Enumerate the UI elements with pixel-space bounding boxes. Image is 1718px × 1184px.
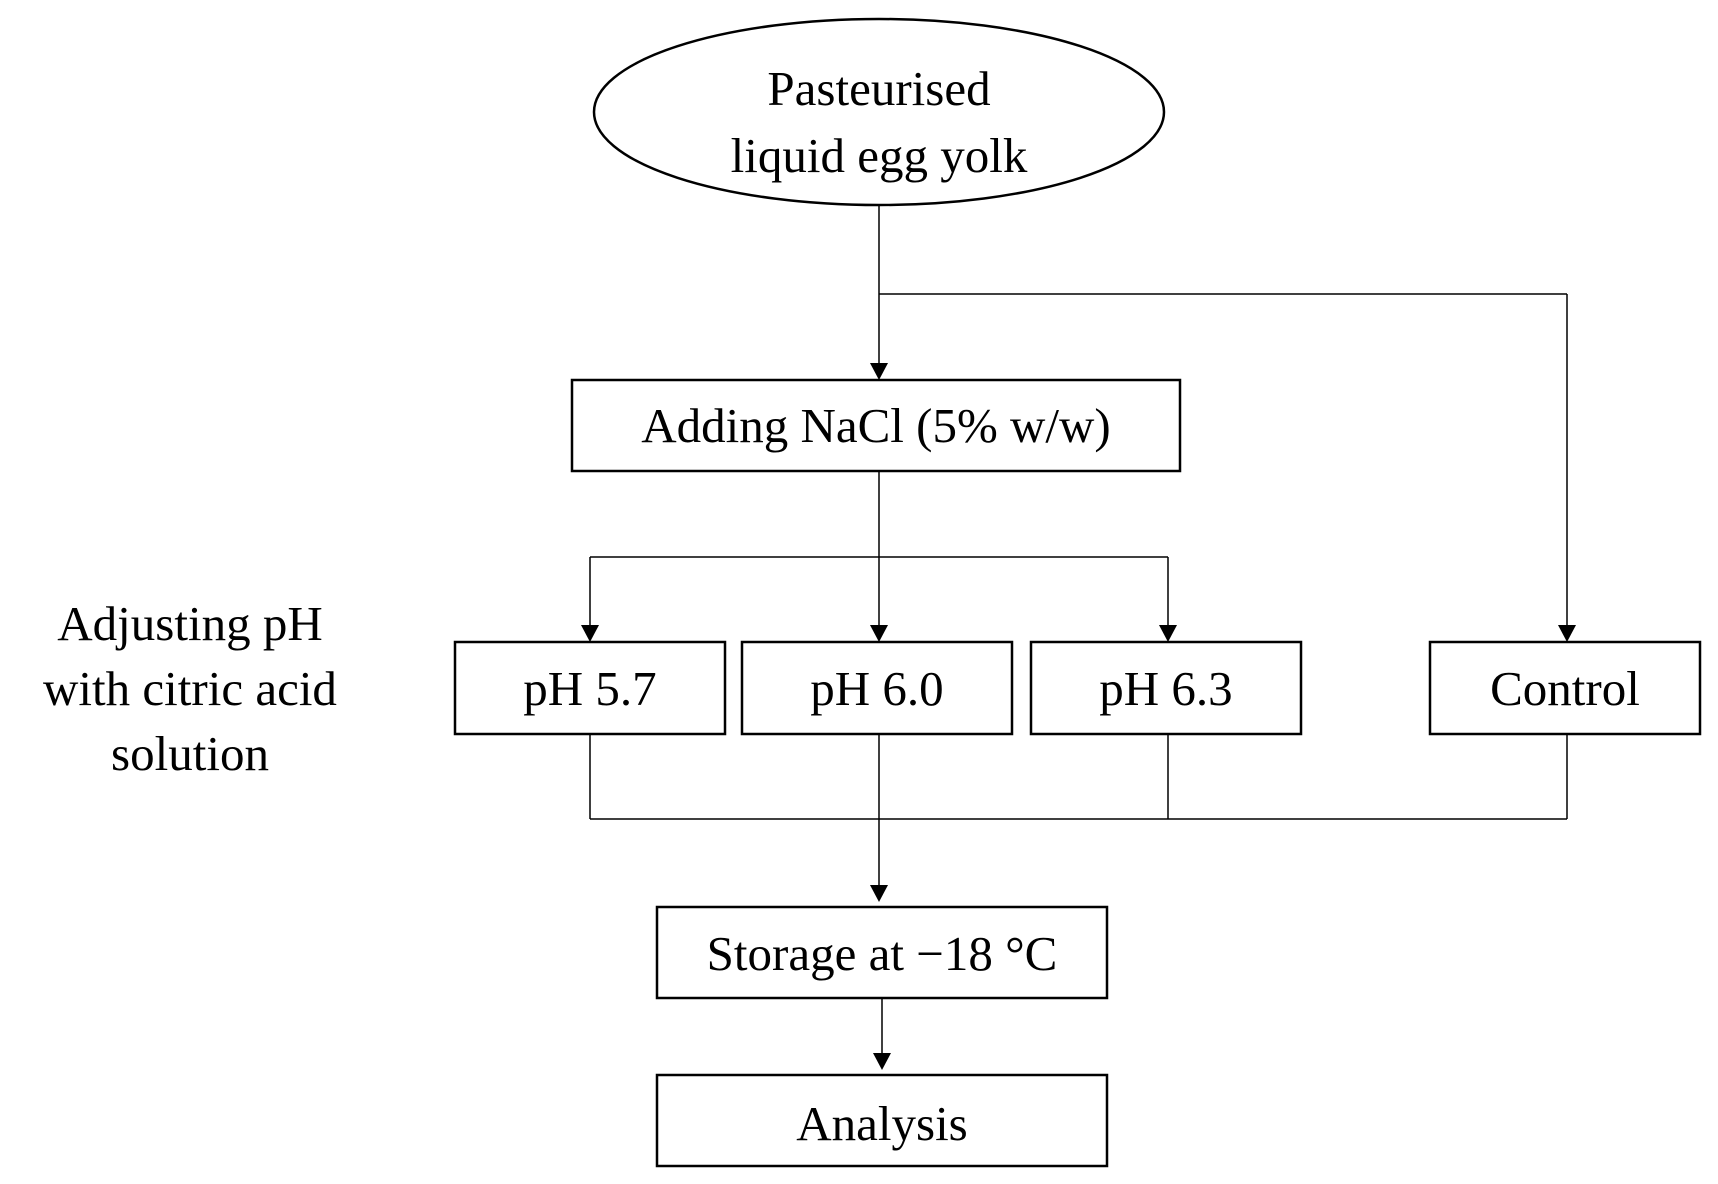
ph-57-label: pH 5.7 <box>523 661 656 716</box>
arrowhead-to-salt <box>870 363 888 380</box>
side-note: Adjusting pH with citric acid solution <box>43 596 337 781</box>
control-box <box>1428 640 1702 736</box>
ph-63-box <box>1029 640 1303 736</box>
side-note-line-1: Adjusting pH <box>57 596 322 651</box>
start-node: Pasteurised liquid egg yolk <box>592 17 1166 207</box>
start-label-line-1: Pasteurised <box>767 61 990 116</box>
ph-63-label: pH 6.3 <box>1099 661 1232 716</box>
arrowhead-to-ph63 <box>1159 625 1177 642</box>
side-note-line-2: with citric acid <box>43 661 337 716</box>
ph-60-label: pH 6.0 <box>810 661 943 716</box>
side-note-line-3: solution <box>111 726 269 781</box>
arrowhead-to-ph60 <box>870 625 888 642</box>
arrowhead-to-control <box>1558 625 1576 642</box>
analysis-label: Analysis <box>796 1096 968 1151</box>
control-label: Control <box>1490 661 1640 716</box>
ph-60-node: pH 6.0 <box>740 640 1014 736</box>
analysis-node: Analysis <box>655 1073 1109 1168</box>
ph-57-node: pH 5.7 <box>453 640 727 736</box>
salt-node: Adding NaCl (5% w/w) <box>570 378 1182 473</box>
connectors <box>581 205 1576 1070</box>
arrowhead-to-ph57 <box>581 625 599 642</box>
ph-57-box <box>453 640 727 736</box>
ph-63-node: pH 6.3 <box>1029 640 1303 736</box>
salt-label: Adding NaCl (5% w/w) <box>641 398 1111 453</box>
analysis-box <box>655 1073 1109 1168</box>
control-node: Control <box>1428 640 1702 736</box>
storage-box <box>655 905 1109 1000</box>
storage-node: Storage at −18 °C <box>655 905 1109 1000</box>
salt-box <box>570 378 1182 473</box>
arrowhead-to-analysis <box>873 1053 891 1070</box>
arrowhead-to-storage <box>870 885 888 902</box>
start-ellipse <box>592 17 1166 207</box>
ph-60-box <box>740 640 1014 736</box>
start-label-line-2: liquid egg yolk <box>731 128 1028 183</box>
storage-label: Storage at −18 °C <box>707 926 1058 981</box>
